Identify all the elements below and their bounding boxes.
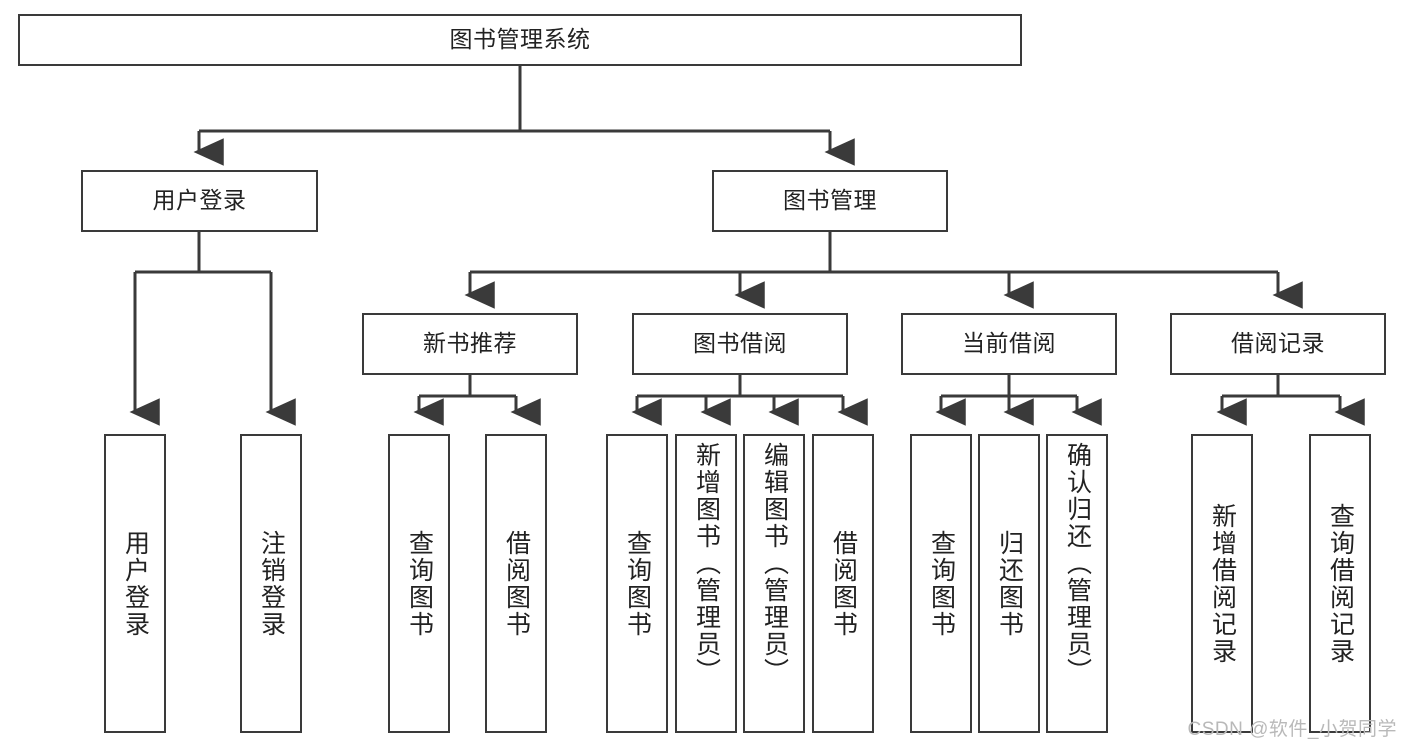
node-leaf-add-record-label: 新增借阅记录 [1208,502,1237,665]
node-book-manage[interactable]: 图书管理 [712,170,948,232]
node-leaf-borrow-book-1-label: 借阅图书 [502,529,531,638]
node-leaf-query-book-3[interactable]: 查询图书 [910,434,972,733]
watermark-text: CSDN @软件_小贺同学 [1187,719,1397,740]
node-leaf-return-book[interactable]: 归还图书 [978,434,1040,733]
node-leaf-query-book-2[interactable]: 查询图书 [606,434,668,733]
node-leaf-user-login[interactable]: 用户登录 [104,434,166,733]
node-current-borrow-label: 当前借阅 [962,330,1056,357]
node-leaf-user-logout-label: 注销登录 [257,529,286,638]
node-leaf-user-logout[interactable]: 注销登录 [240,434,302,733]
node-leaf-add-record[interactable]: 新增借阅记录 [1191,434,1253,733]
node-leaf-borrow-book-2-label: 借阅图书 [829,529,858,638]
node-leaf-add-book[interactable]: 新增图书（管理员） [675,434,737,733]
node-root[interactable]: 图书管理系统 [18,14,1022,66]
node-borrow-record[interactable]: 借阅记录 [1170,313,1386,375]
node-leaf-confirm-return[interactable]: 确认归还（管理员） [1046,434,1108,733]
node-leaf-edit-book[interactable]: 编辑图书（管理员） [743,434,805,733]
node-leaf-query-record-label: 查询借阅记录 [1326,502,1355,665]
node-leaf-borrow-book-1[interactable]: 借阅图书 [485,434,547,733]
node-borrow-record-label: 借阅记录 [1231,330,1325,357]
node-leaf-query-book-1-label: 查询图书 [405,529,434,638]
node-root-label: 图书管理系统 [449,26,591,53]
node-book-borrow-label: 图书借阅 [693,330,787,357]
node-leaf-query-book-3-label: 查询图书 [927,529,956,638]
node-leaf-query-record[interactable]: 查询借阅记录 [1309,434,1371,733]
node-leaf-borrow-book-2[interactable]: 借阅图书 [812,434,874,733]
node-leaf-user-login-label: 用户登录 [121,529,150,638]
node-leaf-add-book-label: 新增图书（管理员） [692,442,721,685]
node-user-login-label: 用户登录 [152,187,247,214]
node-user-login[interactable]: 用户登录 [81,170,318,232]
node-leaf-query-book-2-label: 查询图书 [623,529,652,638]
node-leaf-query-book-1[interactable]: 查询图书 [388,434,450,733]
node-new-book-rec-label: 新书推荐 [423,330,517,357]
node-current-borrow[interactable]: 当前借阅 [901,313,1117,375]
node-leaf-edit-book-label: 编辑图书（管理员） [760,442,789,685]
node-leaf-confirm-return-label: 确认归还（管理员） [1063,442,1092,685]
node-new-book-rec[interactable]: 新书推荐 [362,313,578,375]
node-book-manage-label: 图书管理 [783,187,877,214]
node-leaf-return-book-label: 归还图书 [995,529,1024,638]
node-book-borrow[interactable]: 图书借阅 [632,313,848,375]
